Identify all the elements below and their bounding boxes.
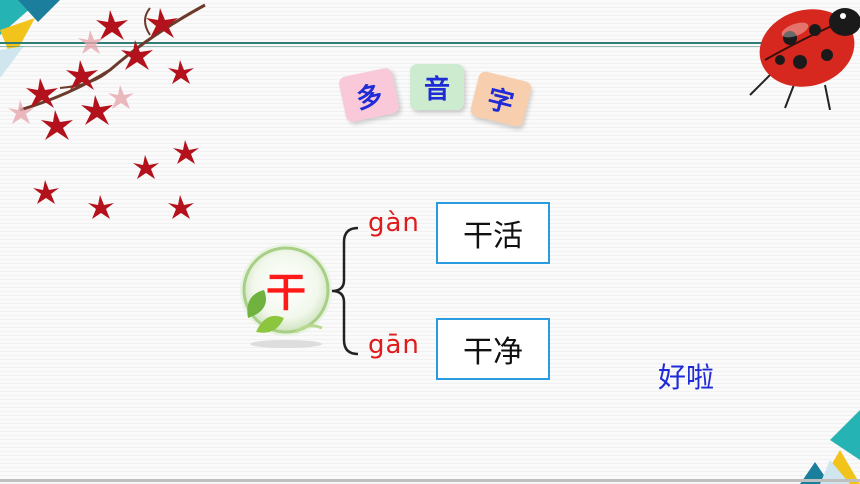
pinyin-gan4: gàn xyxy=(368,208,420,238)
brace-connector xyxy=(331,226,359,356)
title-tile-yin-text: 音 xyxy=(423,74,450,105)
word-box-ganhuo: 干活 xyxy=(436,202,550,264)
title-tile-zi: 字 xyxy=(469,70,533,128)
corner-triangles-top-left xyxy=(0,0,60,78)
pinyin-gan1: gān xyxy=(368,330,420,360)
word-ganhuo: 干活 xyxy=(463,219,523,254)
main-character: 干 xyxy=(266,270,306,316)
title-tile-duo: 多 xyxy=(337,66,401,124)
top-divider-line-thin xyxy=(0,46,790,47)
ladybug-decoration xyxy=(749,8,860,110)
main-character-orb: 干 xyxy=(236,240,336,350)
title-tile-duo-text: 多 xyxy=(353,80,386,115)
corner-triangles-bottom-right xyxy=(800,410,860,484)
bottom-border-line xyxy=(0,479,860,482)
green-orb-icon xyxy=(240,244,332,348)
word-ganjing: 干净 xyxy=(463,335,523,370)
title-tile-zi-text: 字 xyxy=(484,83,517,120)
word-box-ganjing: 干净 xyxy=(436,318,550,380)
note-hao-la[interactable]: 好啦 xyxy=(658,361,715,394)
maple-branch-decoration xyxy=(8,3,206,219)
title-tile-yin: 音 xyxy=(410,64,464,110)
top-divider-line xyxy=(0,42,790,44)
